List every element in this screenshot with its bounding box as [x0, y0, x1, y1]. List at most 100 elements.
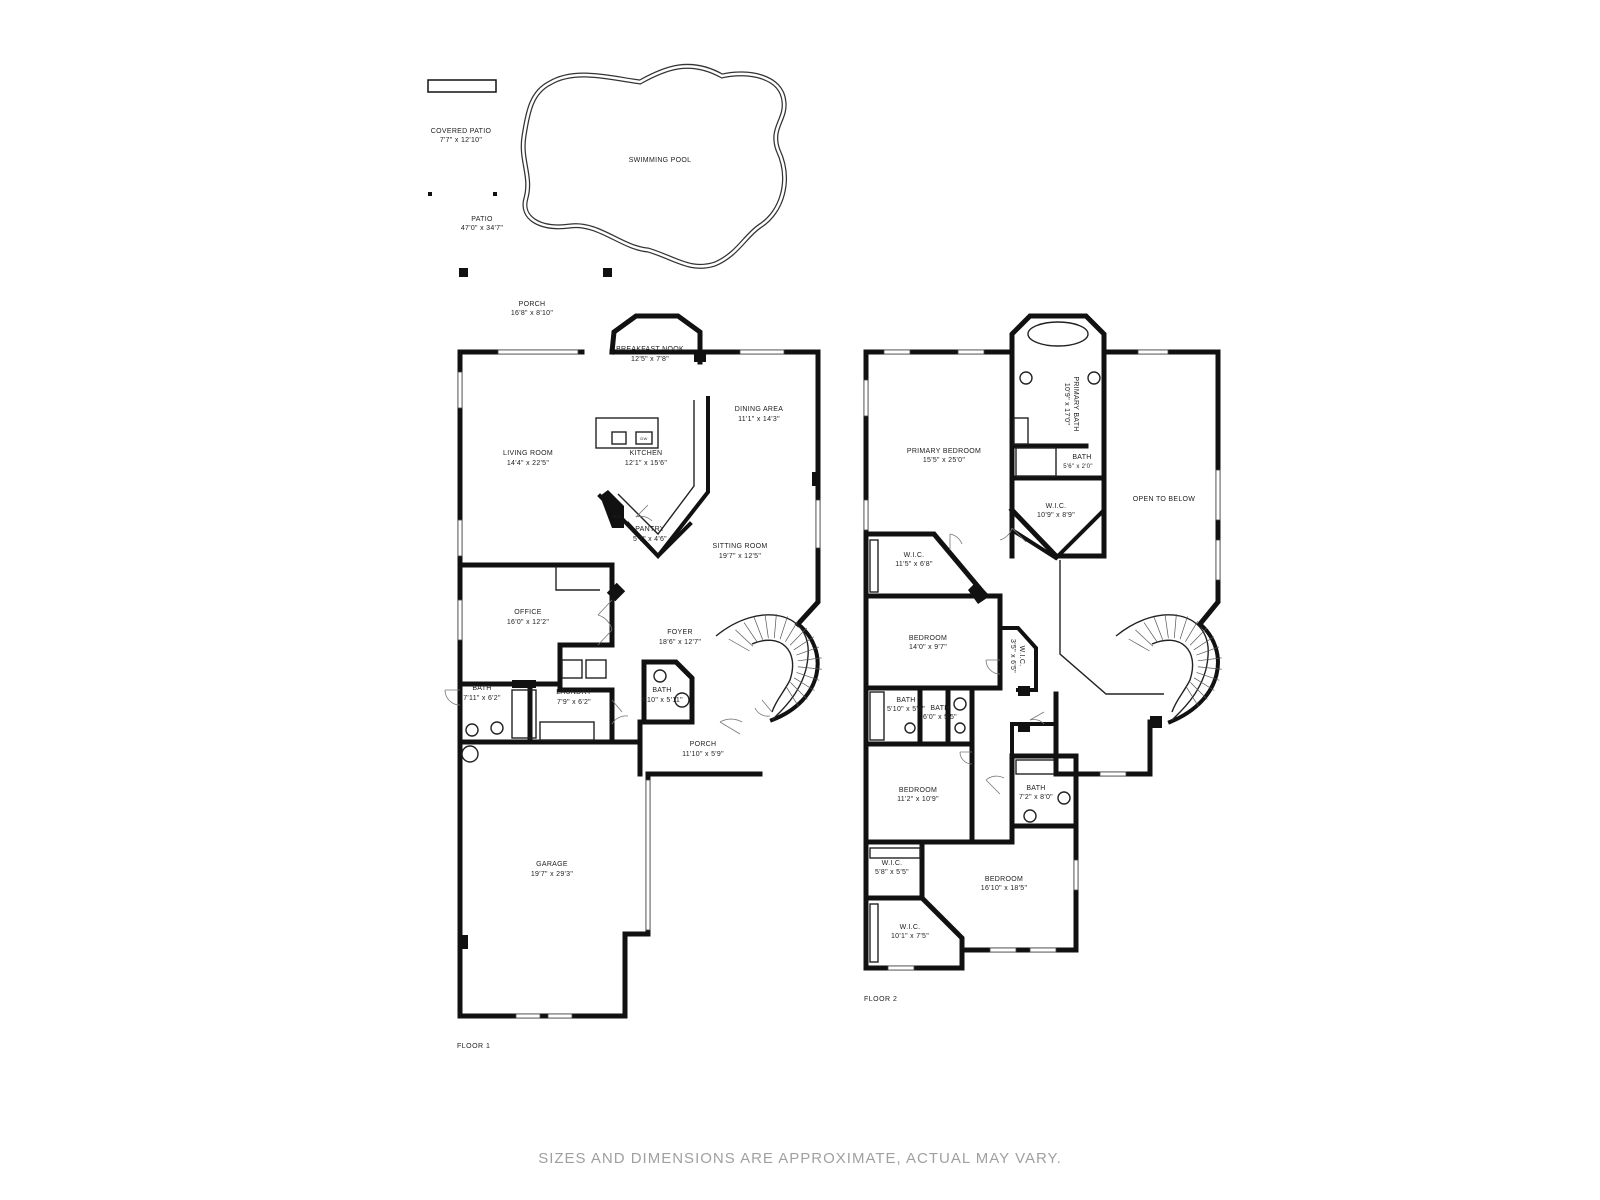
stair-tread [1153, 617, 1164, 640]
door-swing [1029, 711, 1045, 725]
window [989, 947, 1017, 953]
breakfast-nook-label: BREAKFAST NOOK [616, 346, 684, 353]
bedroom-dim: 14'0" x 9'7" [909, 644, 947, 651]
bedroom-dim: 11'2" x 10'9" [897, 796, 939, 803]
living-room-label: LIVING ROOM [503, 450, 553, 457]
kitchen-dim: 12'1" x 15'6" [625, 460, 668, 467]
door-swing [999, 527, 1027, 543]
stair-tread [1185, 620, 1199, 642]
bath-label: BATH [472, 685, 491, 692]
bath-label: BATH [1026, 785, 1045, 792]
wic-dim: 5'8" x 5'5" [875, 869, 909, 876]
column [694, 352, 706, 362]
bath-dim: 5'6" x 2'0" [1063, 464, 1093, 470]
stair-tread [789, 627, 807, 646]
door-swing [754, 699, 773, 717]
bath-label: BATH [896, 697, 915, 704]
door-swing [985, 775, 1005, 795]
stair-tread [1185, 685, 1199, 707]
office-label: OFFICE [514, 609, 541, 616]
wic-label: W.I.C. [882, 860, 903, 867]
floor2-exterior-wall [863, 313, 1221, 971]
sink [465, 723, 479, 737]
window [1073, 859, 1079, 891]
door-swing [635, 504, 653, 522]
primary-bath-dim: 10'9" x 17'0" [1063, 383, 1070, 426]
window [497, 349, 579, 355]
floor-1 [444, 313, 822, 1019]
stair-tread [1197, 666, 1222, 670]
half-bath-wall [641, 659, 695, 725]
office-closet [555, 566, 600, 591]
stair-tread [1196, 646, 1220, 656]
landing-wall [1053, 691, 1153, 777]
dining-area-dim: 11'1" x 14'3" [738, 416, 780, 423]
bath-dim: 7'11" x 6'2" [463, 695, 501, 702]
shower [511, 689, 537, 739]
stair-tread [779, 616, 788, 640]
covered-patio-label: COVERED PATIO [431, 128, 492, 135]
wic-side-wall [998, 626, 1038, 692]
toilet [653, 669, 667, 683]
stair-tread [1164, 614, 1169, 639]
stair-tread [735, 629, 754, 647]
sitting-room-label: SITTING ROOM [713, 543, 768, 550]
sink [611, 431, 627, 445]
patio-post [428, 192, 432, 196]
wic-dim: 10'9" x 8'9" [1037, 512, 1075, 519]
window [1099, 771, 1127, 777]
shower [1015, 447, 1057, 477]
dishwasher-label: DW [640, 436, 647, 441]
stair-tread [1189, 627, 1207, 646]
stair-tread [1128, 638, 1150, 652]
door-swing [719, 718, 743, 735]
window [515, 1013, 541, 1019]
door-swing [949, 533, 963, 550]
bath-label: BATH [652, 687, 671, 694]
patio-post [493, 192, 497, 196]
bedroom-wall [969, 823, 1079, 853]
window [645, 779, 651, 931]
window [457, 599, 463, 641]
wic-label: W.I.C. [1046, 503, 1067, 510]
stair-tread [1173, 614, 1177, 639]
stair-tread [1196, 672, 1220, 681]
bedroom-dim: 16'10" x 18'5" [981, 885, 1028, 892]
stair-tread [797, 666, 822, 670]
primary-bath-label: PRIMARY BATH [1072, 376, 1079, 431]
door-swing [597, 629, 613, 646]
door-swing [985, 659, 1001, 675]
stair-tread [785, 620, 799, 642]
closet-shelf [869, 539, 879, 593]
sink [953, 697, 967, 711]
laundry-counter [539, 721, 595, 741]
window [863, 379, 869, 417]
window [1137, 349, 1169, 355]
wall-block [512, 680, 536, 688]
porch-front-label: PORCH [690, 741, 717, 748]
stair-tread [1193, 636, 1215, 651]
swimming-pool-inner-edge [521, 65, 786, 268]
covered-patio-beam [427, 79, 497, 93]
window [883, 349, 911, 355]
door-swing [444, 689, 461, 706]
stair-tread [790, 682, 808, 700]
stair-tread [1197, 657, 1222, 662]
window [457, 371, 463, 409]
laundry-dim: 7'9" x 6'2" [557, 699, 591, 706]
stair-tread [728, 638, 750, 652]
living-room-dim: 14'4" x 22'5" [507, 460, 550, 467]
open-to-below-label: OPEN TO BELOW [1133, 496, 1195, 503]
kitchen-label: KITCHEN [630, 450, 663, 457]
covered-patio-dim: 7'7" x 12'10" [440, 137, 483, 144]
bedroom-label: BEDROOM [909, 635, 947, 642]
closet-shelf [869, 903, 879, 963]
stair-tread [797, 657, 822, 662]
floor-2 [863, 313, 1222, 971]
porch-front-dim: 11'10" x 5'9" [682, 751, 724, 758]
bedroom-label: BEDROOM [899, 787, 937, 794]
bedroom-wall [863, 593, 1003, 691]
wic-dim: 10'1" x 7'5" [891, 933, 929, 940]
sink [1023, 809, 1037, 823]
pantry-wall [625, 521, 693, 559]
